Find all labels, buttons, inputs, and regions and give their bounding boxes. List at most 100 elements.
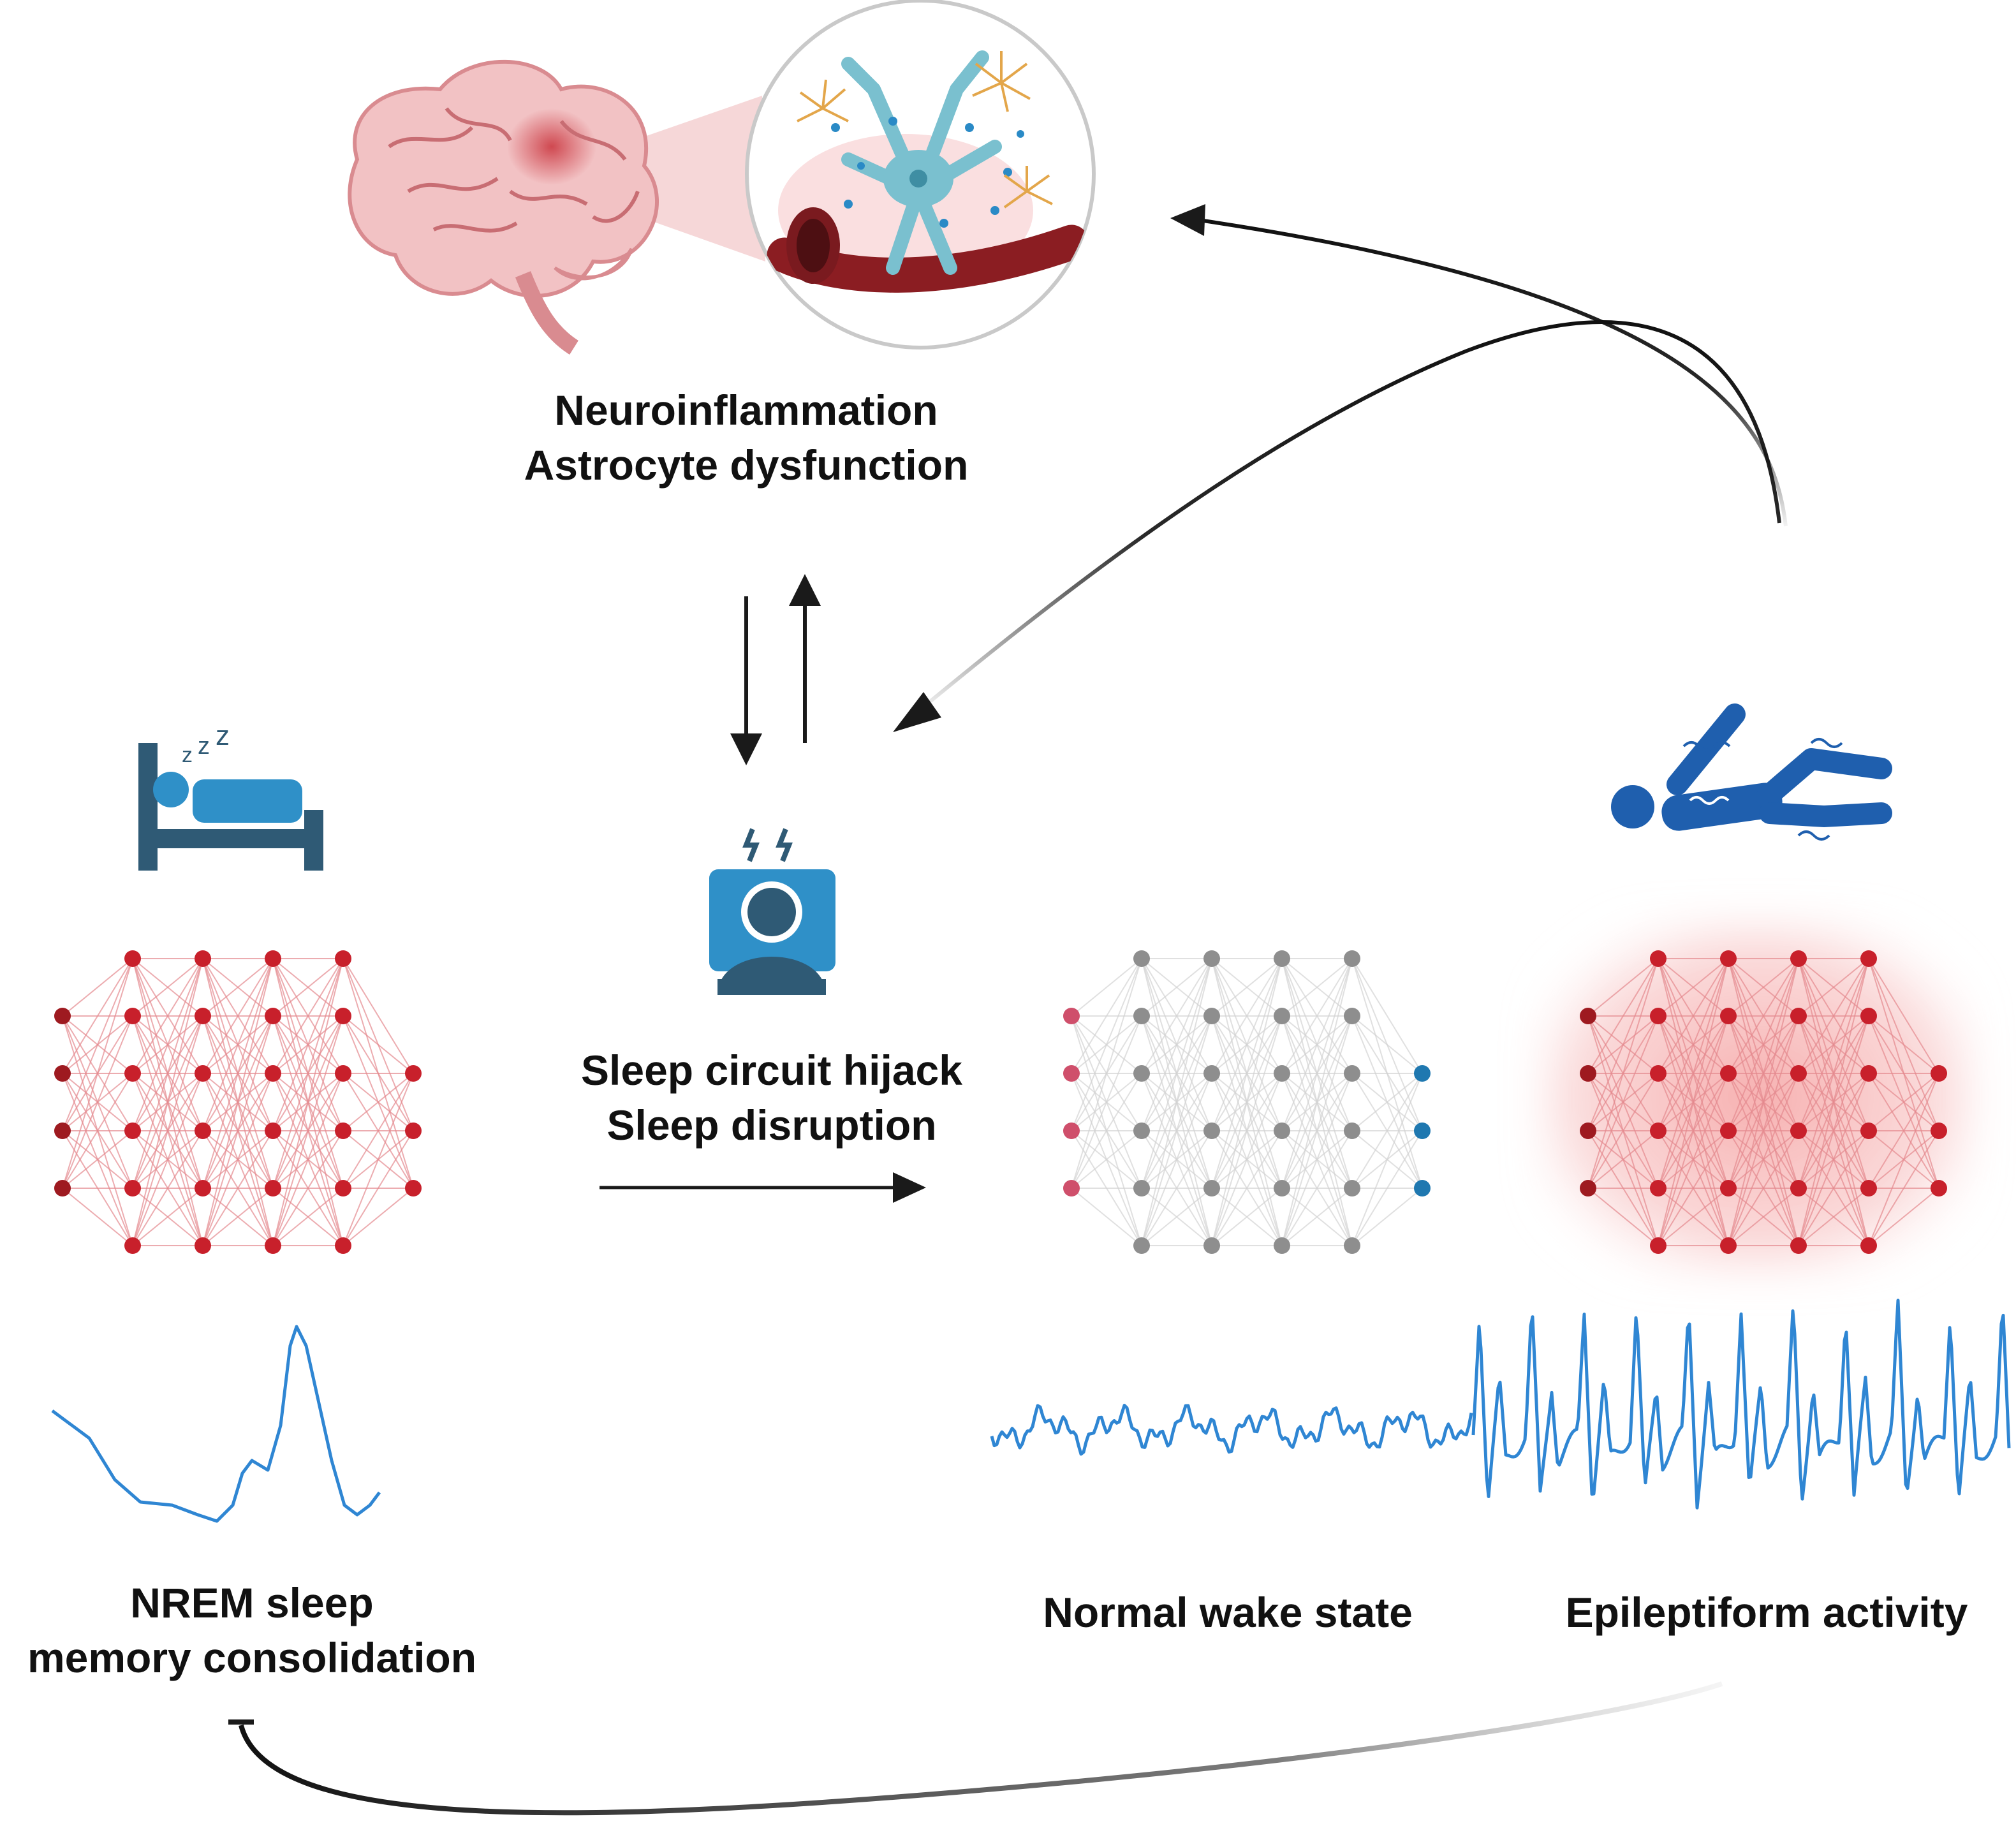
input-node (1063, 1008, 1080, 1024)
output-node (405, 1065, 422, 1082)
eeg-trace-epileptiform (1471, 1299, 2011, 1510)
network-edge (62, 958, 133, 1189)
network-edge (1587, 958, 1659, 1189)
hidden-node (1203, 1123, 1220, 1139)
network-edge (1658, 1015, 1729, 1246)
network-edge (1587, 1130, 1659, 1189)
hidden-node (1860, 950, 1877, 967)
hidden-node (1790, 950, 1807, 967)
hidden-node (195, 950, 211, 967)
hidden-node (1133, 1065, 1150, 1082)
hidden-node (124, 1065, 141, 1082)
arrowhead-down (730, 733, 762, 765)
network-edge (1211, 1073, 1283, 1246)
network-edge (1728, 958, 1799, 1246)
network-edge (1141, 1015, 1212, 1246)
network-edge (1868, 1188, 1939, 1246)
network-edge (1071, 958, 1142, 1017)
network-edge (62, 958, 133, 1131)
network-edge (1071, 1073, 1142, 1189)
network-edge (342, 1073, 414, 1246)
arrows (228, 204, 1788, 1816)
network-edge (202, 958, 274, 1017)
network-edge (1587, 958, 1659, 1074)
network-edge (1728, 1188, 1799, 1246)
network-edge (1211, 958, 1283, 1131)
network-edge (272, 958, 344, 1189)
hidden-node (1344, 1180, 1360, 1196)
network-edge (1071, 958, 1142, 1189)
seizure-person-icon (1611, 703, 1892, 841)
network-edge (1658, 958, 1729, 1246)
network-edge (1351, 1073, 1423, 1131)
network-edge (62, 1188, 133, 1246)
svg-text:z: z (182, 743, 193, 767)
network-edge (1281, 958, 1353, 1189)
hidden-node (1790, 1065, 1807, 1082)
network-edge (1728, 958, 1799, 1017)
sleeping-in-bed-icon: z z z (138, 720, 323, 871)
network-edge (1141, 958, 1212, 1074)
network-edge (272, 1073, 344, 1246)
hidden-node (1344, 950, 1360, 967)
input-node (54, 1008, 71, 1024)
network-edge (1141, 958, 1212, 1246)
network-edge (1728, 1130, 1799, 1246)
network-edge (342, 1073, 414, 1131)
hidden-node (1860, 1065, 1877, 1082)
network-edge (1071, 1015, 1142, 1189)
network-edge (202, 958, 274, 1074)
input-node (1063, 1065, 1080, 1082)
network-edge (1798, 958, 1869, 1246)
network-edge (1868, 1015, 1939, 1074)
network-edge (1211, 1015, 1283, 1246)
network-edge (1658, 958, 1729, 1074)
network-edge (1141, 958, 1212, 1017)
neural-network-normal-wake (1063, 950, 1431, 1254)
network-edge (202, 958, 274, 1189)
arrowhead-to-neuroinflammation (1170, 204, 1205, 236)
hidden-node (195, 1180, 211, 1196)
input-node (1580, 1180, 1596, 1196)
hidden-node (195, 1237, 211, 1254)
network-edge (1798, 958, 1869, 1074)
network-edge (202, 958, 274, 1246)
network-edge (272, 958, 344, 1017)
disturbed-sleeper-icon (709, 828, 835, 995)
hidden-node (265, 1008, 281, 1024)
input-node (54, 1123, 71, 1139)
hidden-node (124, 1123, 141, 1139)
hidden-node (265, 1237, 281, 1254)
sleep-disruption-line1: Sleep circuit hijack (581, 1047, 962, 1094)
network-edge (202, 1188, 274, 1246)
network-edge (342, 958, 414, 1074)
hidden-node (124, 1008, 141, 1024)
output-node (1931, 1180, 1947, 1196)
network-edge (1658, 958, 1729, 1131)
network-edge (1798, 1188, 1869, 1246)
network-edge (1351, 1188, 1423, 1246)
normal-wake-title: Normal wake state (1043, 1589, 1413, 1636)
hidden-node (195, 1123, 211, 1139)
network-edge (272, 1015, 344, 1246)
network-edge (1211, 1188, 1283, 1246)
output-node (1414, 1065, 1431, 1082)
neuroinflammation-label: Neuroinflammation Astrocyte dysfunction (408, 383, 1084, 492)
hidden-node (1274, 1237, 1290, 1254)
network-edge (1141, 1073, 1212, 1246)
eeg-trace-normal-wake (990, 1404, 1473, 1456)
network-edge (132, 1015, 203, 1246)
network-edge (1798, 958, 1869, 1131)
network-edge (1868, 1073, 1939, 1189)
network-edge (62, 1130, 133, 1189)
brain-illustration (348, 0, 1096, 355)
network-edge (342, 1073, 414, 1189)
network-edge (1351, 1015, 1423, 1074)
brain-icon (348, 59, 659, 355)
hidden-node (265, 1065, 281, 1082)
neural-network-epileptiform (1580, 950, 1947, 1254)
hidden-node (1274, 1123, 1290, 1139)
network-edge (1728, 958, 1799, 1189)
hidden-node (1720, 950, 1737, 967)
network-edge (1798, 1130, 1869, 1246)
